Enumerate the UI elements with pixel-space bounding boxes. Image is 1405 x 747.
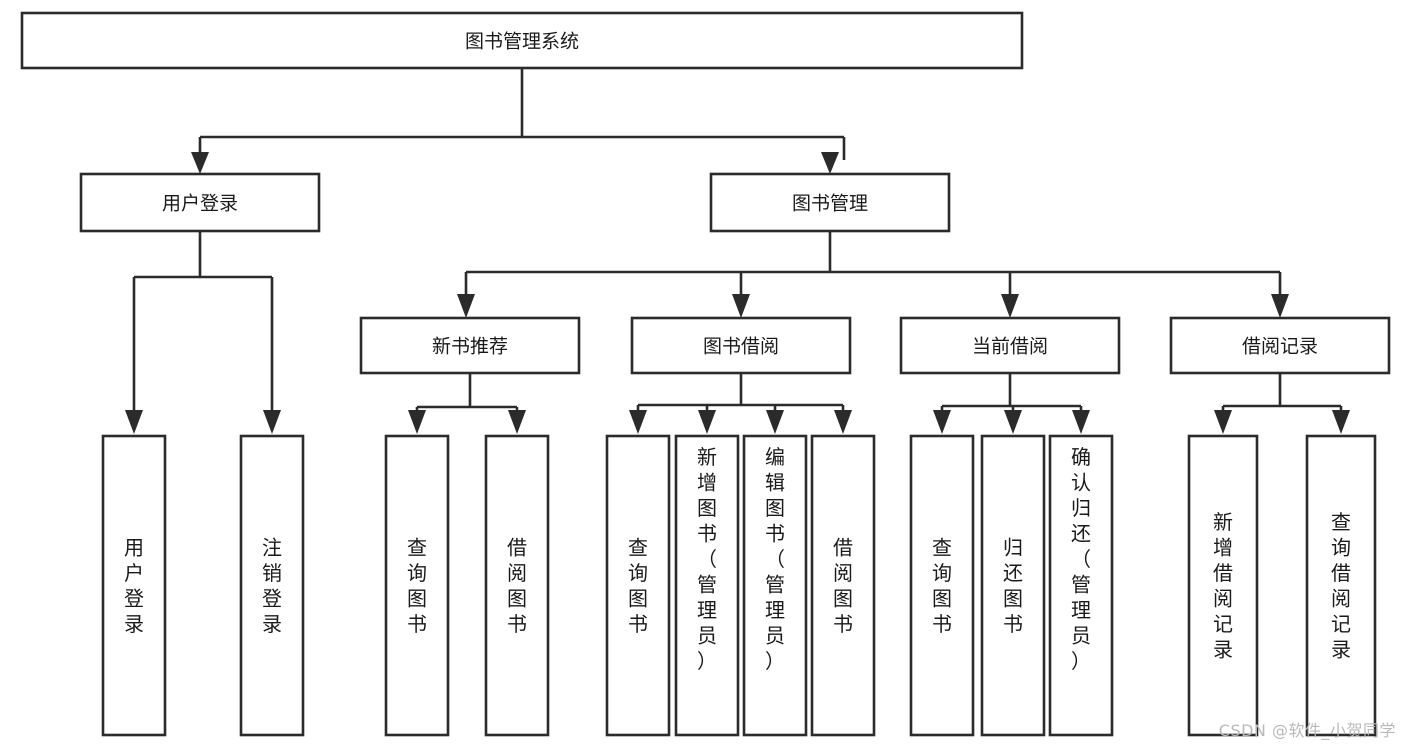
- node-book-borrow-label: 图书借阅: [703, 336, 779, 358]
- edge-book-manage-trunk: [464, 231, 1282, 296]
- node-leaf-logout-box[interactable]: [239, 434, 305, 737]
- node-leaf-return-book-box[interactable]: [980, 434, 1046, 737]
- node-leaf-query-book-2-box[interactable]: [605, 434, 671, 737]
- arrow-to-new-book-recommend: [457, 294, 475, 318]
- arrow-to-leaf-logout: [263, 410, 281, 434]
- node-new-book-recommend-label: 新书推荐: [432, 336, 508, 358]
- edge-book-borrow-trunk: [636, 373, 845, 412]
- node-current-borrow-label: 当前借阅: [972, 336, 1048, 358]
- node-leaf-query-book-2[interactable]: 查询图书: [605, 434, 671, 737]
- node-leaf-borrow-book-1-box[interactable]: [484, 434, 550, 737]
- node-book-manage-box[interactable]: [709, 172, 951, 233]
- node-user-login[interactable]: 用户登录: [79, 172, 321, 233]
- node-leaf-logout[interactable]: 注销登录: [239, 434, 305, 737]
- node-leaf-edit-book-label: 编辑图书（管理员）: [765, 445, 785, 673]
- node-book-manage-label: 图书管理: [792, 193, 868, 215]
- arrow-to-leaf-borrow-book-1: [508, 410, 526, 434]
- node-current-borrow-box[interactable]: [899, 316, 1121, 375]
- node-user-login-label: 用户登录: [162, 193, 238, 215]
- node-leaf-add-book-label: 新增图书（管理员）: [697, 445, 717, 673]
- edge-user-login-trunk: [132, 231, 274, 412]
- node-leaf-borrow-book-2-box[interactable]: [810, 434, 876, 737]
- node-leaf-edit-book[interactable]: 编辑图书（管理员）: [742, 434, 808, 737]
- node-leaf-query-record[interactable]: 查询借阅记录: [1305, 434, 1377, 737]
- arrow-to-leaf-query-book-2: [629, 410, 647, 434]
- arrow-to-book-borrow: [732, 294, 750, 318]
- node-book-borrow-box[interactable]: [630, 316, 852, 375]
- arrow-to-leaf-edit-book: [766, 410, 784, 434]
- node-leaf-borrow-book-2-label: 借阅图书: [833, 535, 853, 636]
- arrow-to-leaf-query-book-1: [408, 410, 426, 434]
- node-leaf-query-record-box[interactable]: [1305, 434, 1377, 737]
- arrow-to-leaf-add-book: [698, 410, 716, 434]
- node-leaf-add-record[interactable]: 新增借阅记录: [1187, 434, 1259, 737]
- node-leaf-user-login-box[interactable]: [101, 434, 167, 737]
- connector-layer: [125, 68, 1350, 434]
- node-current-borrow[interactable]: 当前借阅: [899, 316, 1121, 375]
- node-leaf-add-record-box[interactable]: [1187, 434, 1259, 737]
- node-leaf-query-book-3[interactable]: 查询图书: [909, 434, 975, 737]
- node-new-book-recommend-box[interactable]: [359, 316, 581, 375]
- node-leaf-return-book-label: 归还图书: [1003, 535, 1023, 636]
- edge-new-book-recommend-trunk: [415, 373, 519, 414]
- node-leaf-logout-label: 注销登录: [262, 535, 282, 636]
- node-leaf-borrow-book-1[interactable]: 借阅图书: [484, 434, 550, 737]
- arrow-to-leaf-query-record: [1332, 410, 1350, 434]
- node-leaf-query-book-1[interactable]: 查询图书: [384, 434, 450, 737]
- arrow-to-leaf-borrow-book-2: [834, 410, 852, 434]
- node-leaf-query-book-1-box[interactable]: [384, 434, 450, 737]
- node-leaf-add-book[interactable]: 新增图书（管理员）: [674, 434, 740, 737]
- node-leaf-confirm-return-box[interactable]: [1048, 434, 1114, 737]
- node-leaf-confirm-return[interactable]: 确认归还（管理员）: [1048, 434, 1114, 737]
- node-leaf-confirm-return-label: 确认归还（管理员）: [1071, 445, 1091, 673]
- arrow-to-leaf-user-login: [125, 410, 143, 434]
- arrow-to-book-manage: [821, 152, 839, 174]
- node-root[interactable]: 图书管理系统: [20, 11, 1024, 70]
- node-leaf-query-book-3-label: 查询图书: [932, 535, 952, 636]
- arrow-to-leaf-return-book: [1004, 410, 1022, 434]
- node-leaf-user-login[interactable]: 用户登录: [101, 434, 167, 737]
- node-leaf-user-login-label: 用户登录: [124, 535, 144, 636]
- arrow-to-leaf-add-record: [1214, 410, 1232, 434]
- arrow-to-leaf-query-book-3: [933, 410, 951, 434]
- node-leaf-return-book[interactable]: 归还图书: [980, 434, 1046, 737]
- node-book-borrow[interactable]: 图书借阅: [630, 316, 852, 375]
- node-new-book-recommend[interactable]: 新书推荐: [359, 316, 581, 375]
- node-leaf-add-book-box[interactable]: [674, 434, 740, 737]
- node-borrow-record-label: 借阅记录: [1242, 336, 1318, 358]
- edge-root-trunk: [198, 68, 846, 160]
- node-borrow-record-box[interactable]: [1169, 316, 1391, 375]
- edge-borrow-record-trunk: [1221, 373, 1343, 413]
- node-user-login-box[interactable]: [79, 172, 321, 233]
- node-root-label: 图书管理系统: [465, 31, 579, 53]
- edge-current-borrow-trunk: [940, 373, 1083, 413]
- node-leaf-add-record-label: 新增借阅记录: [1213, 510, 1233, 662]
- arrow-to-leaf-confirm-return: [1072, 410, 1090, 434]
- node-leaf-query-book-2-label: 查询图书: [628, 535, 648, 636]
- node-root-box[interactable]: [20, 11, 1024, 70]
- node-leaf-query-book-1-label: 查询图书: [407, 535, 427, 636]
- node-leaf-borrow-book-1-label: 借阅图书: [507, 535, 527, 636]
- arrow-to-current-borrow: [1001, 294, 1019, 318]
- arrow-to-user-login: [191, 152, 209, 174]
- node-leaf-borrow-book-2[interactable]: 借阅图书: [810, 434, 876, 737]
- node-leaf-query-record-label: 查询借阅记录: [1331, 510, 1351, 662]
- node-book-manage[interactable]: 图书管理: [709, 172, 951, 233]
- node-leaf-query-book-3-box[interactable]: [909, 434, 975, 737]
- node-borrow-record[interactable]: 借阅记录: [1169, 316, 1391, 375]
- node-leaf-edit-book-box[interactable]: [742, 434, 808, 737]
- arrow-to-borrow-record: [1271, 294, 1289, 318]
